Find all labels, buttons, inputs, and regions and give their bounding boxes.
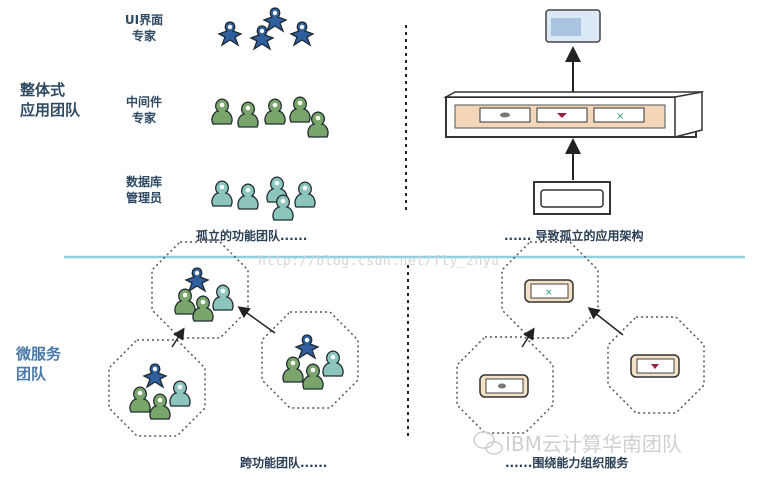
caption-isolated-teams: 孤立的功能团队...... [196, 229, 308, 243]
database-disk-icon [533, 181, 611, 215]
cross-functional-team-right [261, 311, 359, 409]
caption-capability-services: ......围绕能力组织服务 [505, 456, 629, 470]
role-label-middleware: 中间件专家 [125, 95, 162, 125]
ui-experts-group [218, 7, 314, 50]
svg-text:×: × [545, 288, 553, 298]
svg-text:×: × [616, 111, 624, 122]
monolith-server-icon: × [443, 91, 705, 138]
url-watermark: http://blog.csdn.net/fly_zhyu [258, 254, 500, 269]
wechat-icon [473, 431, 503, 455]
ui-window-icon [545, 9, 601, 43]
service-top: × [501, 241, 599, 339]
middleware-experts-group [211, 96, 329, 138]
role-label-ui: UI界面专家 [124, 13, 164, 43]
database-admins-group [211, 176, 316, 221]
caption-isolated-architecture: ...... 导致孤立的应用架构 [504, 229, 644, 243]
brand-watermark: IBM云计算华南团队 [505, 432, 682, 456]
caption-cross-functional: 跨功能团队...... [240, 456, 328, 470]
service-right [607, 316, 705, 414]
role-label-database: 数据库管理员 [125, 175, 162, 205]
section-label-microservices: 微服务团队 [16, 345, 62, 383]
cross-functional-team-left [108, 339, 206, 437]
section-label-monolith: 整体式应用团队 [20, 81, 81, 119]
service-left [456, 336, 554, 434]
